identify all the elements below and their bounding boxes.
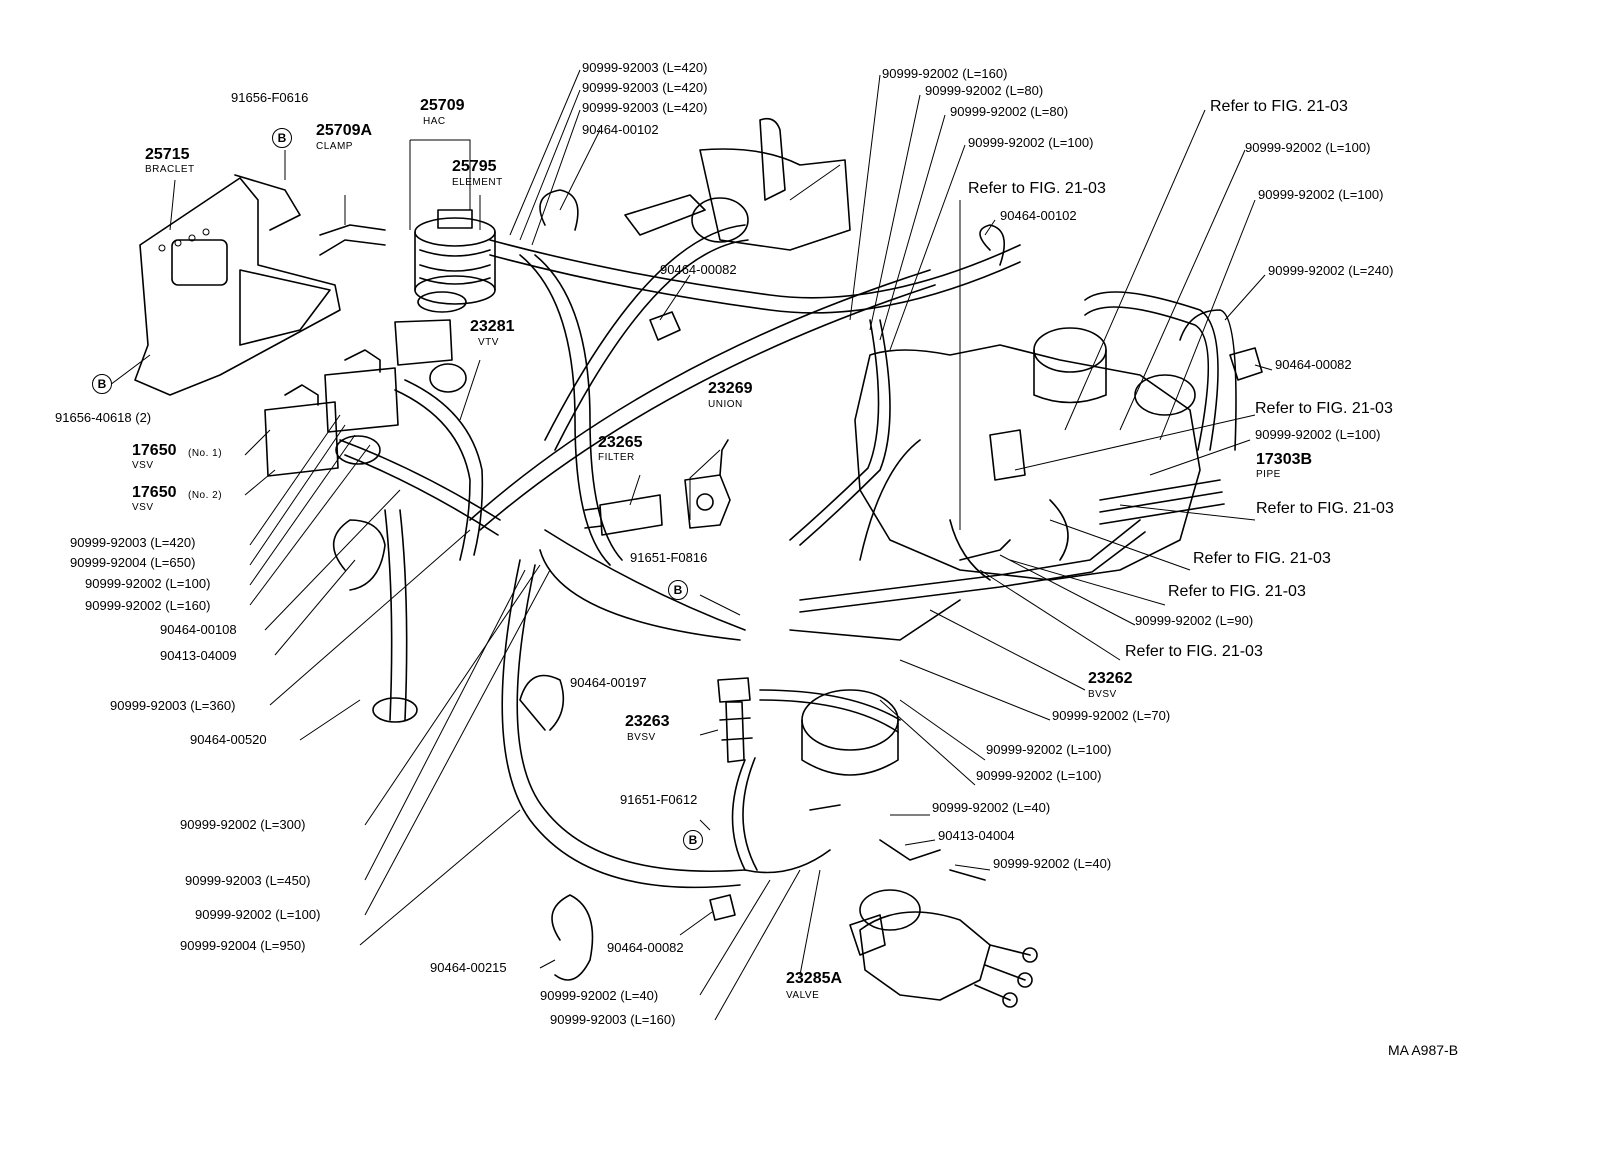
label-top-5: 90464-00082 bbox=[660, 262, 737, 277]
label-90464-00197: 90464-00197 bbox=[570, 675, 647, 690]
label-right-6: 90999-92002 (L=100) bbox=[1255, 427, 1381, 442]
label-tube-6: 90413-04009 bbox=[160, 648, 237, 663]
label-top-3: 90999-92003 (L=420) bbox=[582, 100, 708, 115]
label-pipe: PIPE bbox=[1256, 469, 1281, 480]
label-right-13: 90999-92002 (L=100) bbox=[986, 742, 1112, 757]
label-tube-15: 90999-92003 (L=160) bbox=[550, 1012, 676, 1027]
label-top-7: 90999-92002 (L=80) bbox=[925, 83, 1044, 98]
label-91656-F0616: 91656-F0616 bbox=[231, 90, 309, 105]
label-tube-13: 90464-00215 bbox=[430, 960, 507, 975]
label-right-7: Refer to FIG. 21-03 bbox=[1256, 500, 1394, 517]
label-tube-3: 90999-92002 (L=100) bbox=[85, 576, 211, 591]
label-clamp: CLAMP bbox=[316, 141, 353, 152]
label-bottom-1: 90999-92002 (L=40) bbox=[932, 800, 1051, 815]
label-top-4: 90464-00102 bbox=[582, 122, 659, 137]
label-tube-11: 90999-92002 (L=100) bbox=[195, 907, 321, 922]
clips bbox=[332, 189, 1263, 981]
label-top-10: Refer to FIG. 21-03 bbox=[968, 180, 1106, 197]
label-tube-10: 90999-92003 (L=450) bbox=[185, 873, 311, 888]
label-25709A: 25709A bbox=[316, 122, 373, 139]
label-tube-1: 90999-92003 (L=420) bbox=[70, 535, 196, 550]
label-vsv-1: VSV bbox=[132, 460, 154, 471]
label-tube-14: 90999-92002 (L=40) bbox=[540, 988, 659, 1003]
label-23262: 23262 bbox=[1088, 670, 1133, 687]
label-top-1: 90999-92003 (L=420) bbox=[582, 60, 708, 75]
label-17650-2: 17650 bbox=[132, 484, 177, 501]
label-bottom-3: 90999-92002 (L=40) bbox=[993, 856, 1112, 871]
hac-part bbox=[394, 209, 496, 393]
label-right-4: 90464-00082 bbox=[1275, 357, 1352, 372]
label-23269: 23269 bbox=[708, 380, 753, 397]
label-tube-7: 90999-92003 (L=360) bbox=[110, 698, 236, 713]
label-tube-2: 90999-92004 (L=650) bbox=[70, 555, 196, 570]
label-tube-9: 90999-92002 (L=300) bbox=[180, 817, 306, 832]
label-right-2: 90999-92002 (L=100) bbox=[1258, 187, 1384, 202]
label-25709: 25709 bbox=[420, 97, 465, 114]
label-right-9: Refer to FIG. 21-03 bbox=[1168, 583, 1306, 600]
label-element: ELEMENT bbox=[452, 177, 503, 188]
label-17650-no2: (No. 2) bbox=[188, 490, 223, 501]
vsv-part bbox=[264, 349, 399, 477]
label-tube-4: 90999-92002 (L=160) bbox=[85, 598, 211, 613]
bvsv-part bbox=[717, 677, 753, 763]
label-right-1: 90999-92002 (L=100) bbox=[1245, 140, 1371, 155]
label-23285A: 23285A bbox=[786, 970, 843, 987]
label-bvsv-2: BVSV bbox=[1088, 689, 1117, 700]
label-right-11: Refer to FIG. 21-03 bbox=[1125, 643, 1263, 660]
label-vtv: VTV bbox=[478, 337, 499, 348]
label-23265: 23265 bbox=[598, 434, 643, 451]
label-bottom-2: 90413-04004 bbox=[938, 828, 1015, 843]
label-25795: 25795 bbox=[452, 158, 497, 175]
label-tube-16: 90464-00082 bbox=[607, 940, 684, 955]
label-91651-F0816: 91651-F0816 bbox=[630, 550, 708, 565]
label-right-10: 90999-92002 (L=90) bbox=[1135, 613, 1254, 628]
leader-lines bbox=[109, 69, 1273, 1021]
distributor-part bbox=[849, 889, 1038, 1008]
label-91651-F0612: 91651-F0612 bbox=[620, 792, 698, 807]
label-right-3: 90999-92002 (L=240) bbox=[1268, 263, 1394, 278]
label-hac: HAC bbox=[423, 116, 446, 127]
label-tube-8: 90464-00520 bbox=[190, 732, 267, 747]
label-25715: 25715 bbox=[145, 146, 190, 163]
label-top-12: Refer to FIG. 21-03 bbox=[1210, 98, 1348, 115]
filter-union bbox=[584, 439, 731, 536]
canister-part bbox=[801, 689, 899, 776]
label-right-14: 90999-92002 (L=100) bbox=[976, 768, 1102, 783]
label-17650-1: 17650 bbox=[132, 442, 177, 459]
circle-b-top: B bbox=[272, 128, 292, 148]
label-tube-12: 90999-92004 (L=950) bbox=[180, 938, 306, 953]
label-right-5: Refer to FIG. 21-03 bbox=[1255, 400, 1393, 417]
label-top-6: 90999-92002 (L=160) bbox=[882, 66, 1008, 81]
hoses bbox=[339, 224, 1237, 889]
bracket-part bbox=[134, 174, 386, 396]
label-top-9: 90999-92002 (L=100) bbox=[968, 135, 1094, 150]
label-17650-no1: (No. 1) bbox=[188, 448, 223, 459]
label-right-8: Refer to FIG. 21-03 bbox=[1193, 550, 1331, 567]
label-bvsv-1: BVSV bbox=[627, 732, 656, 743]
label-vsv-2: VSV bbox=[132, 502, 154, 513]
label-filter: FILTER bbox=[598, 452, 635, 463]
label-bracelet: BRACLET bbox=[145, 164, 195, 175]
label-17303B: 17303B bbox=[1256, 451, 1313, 468]
label-91656-40618: 91656-40618 (2) bbox=[55, 410, 152, 425]
circle-b-bottom: B bbox=[683, 830, 703, 850]
label-valve: VALVE bbox=[786, 990, 820, 1001]
label-union: UNION bbox=[708, 399, 743, 410]
label-top-2: 90999-92003 (L=420) bbox=[582, 80, 708, 95]
label-tube-5: 90464-00108 bbox=[160, 622, 237, 637]
label-top-8: 90999-92002 (L=80) bbox=[950, 104, 1069, 119]
circle-b-left: B bbox=[92, 374, 112, 394]
circle-b-middle: B bbox=[668, 580, 688, 600]
drawing-code: MA A987-B bbox=[1388, 1042, 1459, 1058]
label-23281: 23281 bbox=[470, 318, 515, 335]
label-top-11: 90464-00102 bbox=[1000, 208, 1077, 223]
engine-block bbox=[624, 117, 1201, 581]
label-23263: 23263 bbox=[625, 713, 670, 730]
label-right-12: 90999-92002 (L=70) bbox=[1052, 708, 1171, 723]
